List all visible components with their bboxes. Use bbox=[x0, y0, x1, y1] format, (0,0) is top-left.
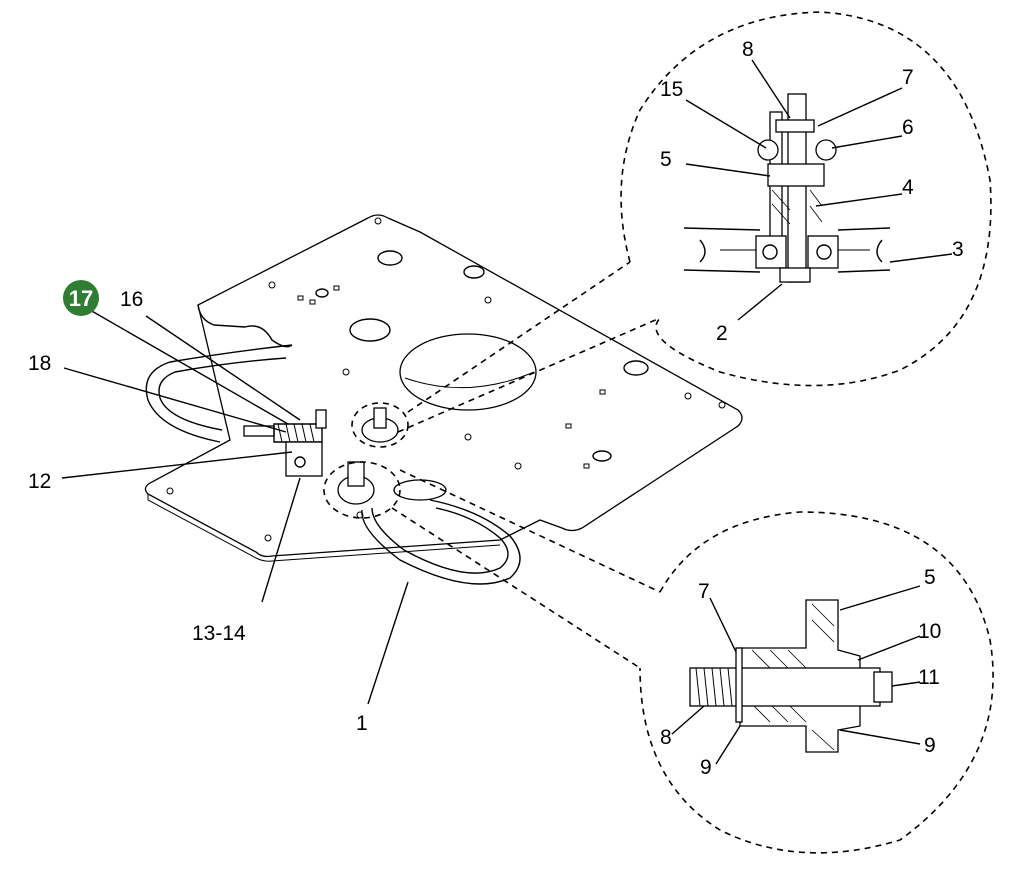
callout-2: 2 bbox=[716, 322, 728, 345]
callout-12: 12 bbox=[28, 470, 51, 493]
callout-7-top: 7 bbox=[902, 66, 914, 89]
callout-10: 10 bbox=[918, 620, 941, 643]
callout-18: 18 bbox=[28, 352, 51, 375]
detail-view-bottom bbox=[391, 469, 994, 854]
callout-6: 6 bbox=[902, 116, 914, 139]
callout-9-right: 9 bbox=[924, 734, 936, 757]
highlight-badge bbox=[63, 280, 99, 316]
main-plate-assembly bbox=[144, 214, 743, 585]
callout-5-bottom: 5 bbox=[924, 566, 936, 589]
callout-16: 16 bbox=[120, 288, 143, 311]
callout-3: 3 bbox=[952, 238, 964, 261]
callout-labels: 17 16 18 12 13-14 1 8 15 5 7 6 4 3 2 7 5… bbox=[28, 38, 964, 779]
callout-8-top: 8 bbox=[742, 38, 754, 61]
callout-15: 15 bbox=[660, 78, 683, 101]
callout-5-top: 5 bbox=[660, 148, 672, 171]
callout-1: 1 bbox=[356, 712, 368, 735]
callout-4: 4 bbox=[902, 176, 914, 199]
callout-17: 17 bbox=[69, 286, 93, 311]
callout-11: 11 bbox=[918, 666, 940, 689]
callout-9-left: 9 bbox=[700, 756, 712, 779]
detail-view-top bbox=[397, 11, 992, 433]
leader-lines bbox=[61, 59, 953, 765]
callout-8-bottom: 8 bbox=[660, 726, 672, 749]
callout-7-bottom: 7 bbox=[698, 580, 710, 603]
callout-13-14: 13-14 bbox=[192, 622, 246, 645]
